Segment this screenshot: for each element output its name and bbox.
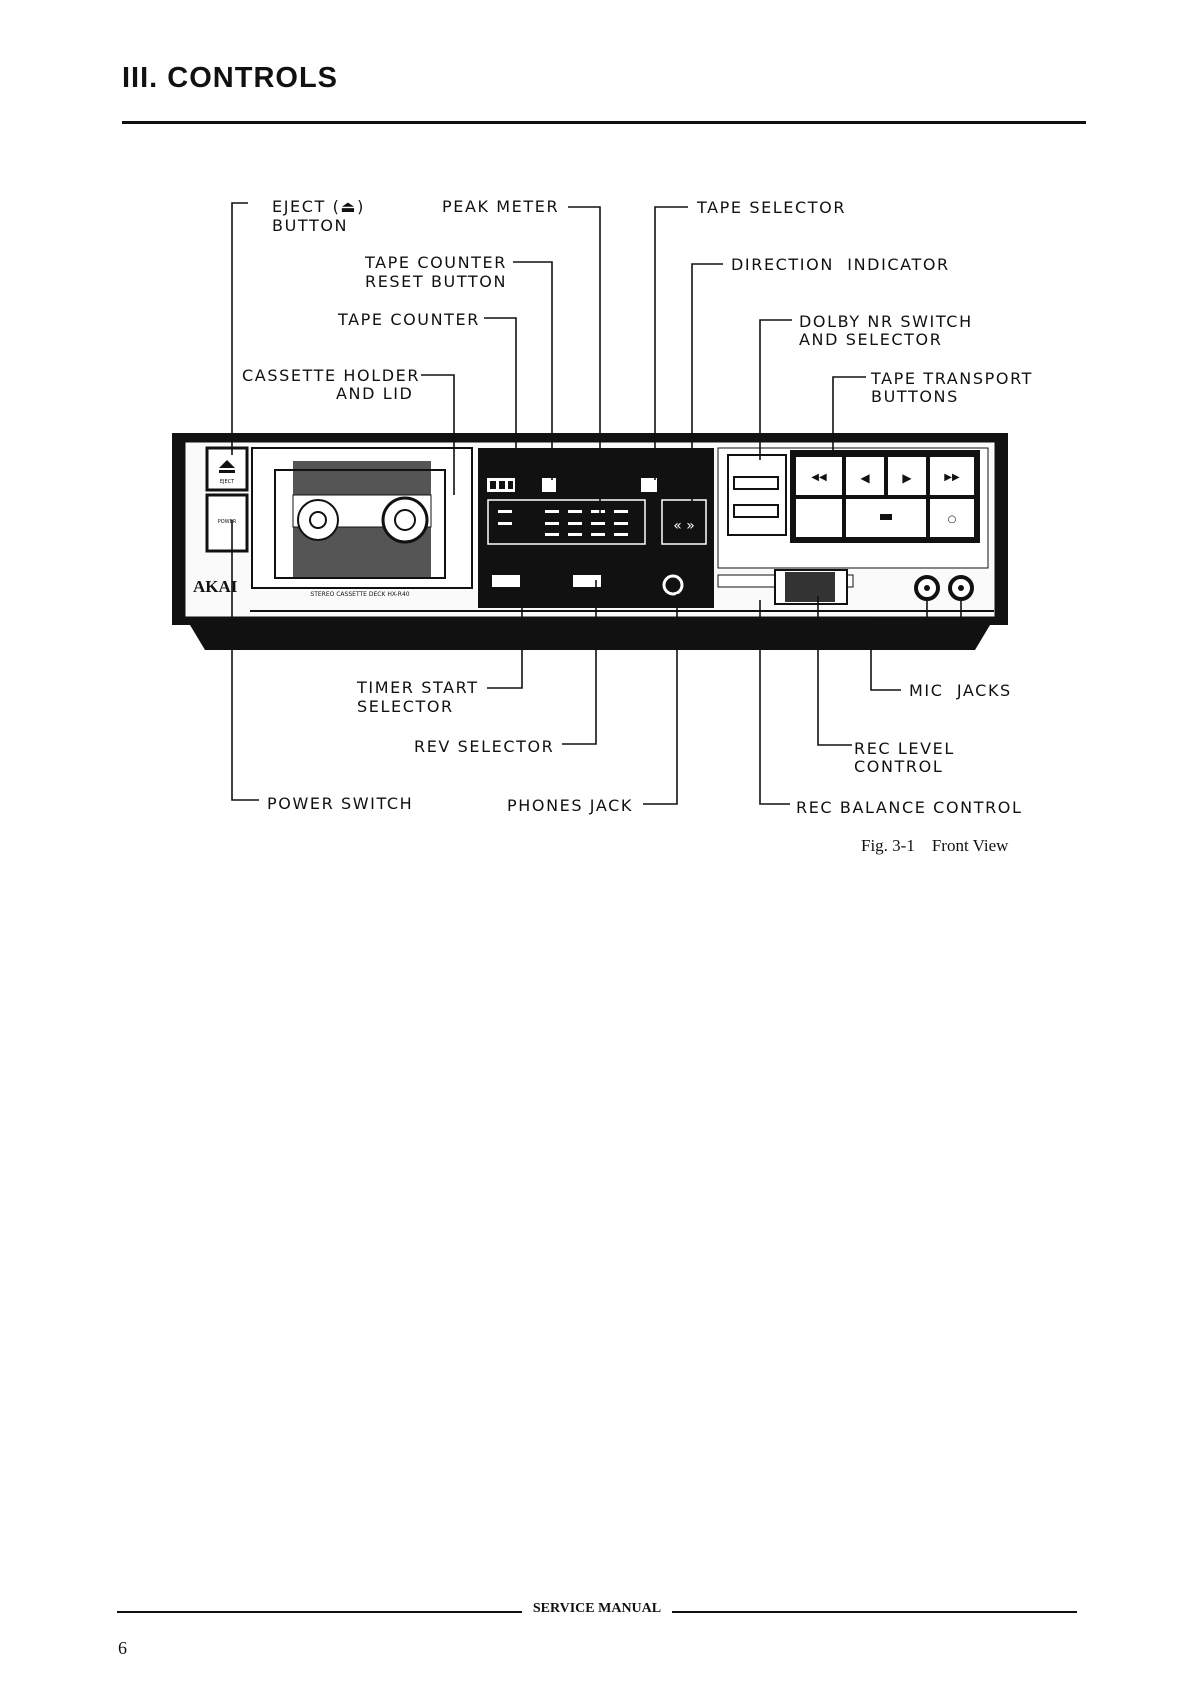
- rec-level-label: REC LEVEL: [854, 739, 955, 758]
- phones-jack-label: PHONES JACK: [507, 796, 633, 815]
- peak-meter-label: PEAK METER: [442, 197, 560, 216]
- eject-key: [205, 446, 249, 492]
- svg-text:AKAI: AKAI: [193, 577, 238, 596]
- tape-transport-label-2: BUTTONS: [871, 387, 959, 406]
- rec-balance-label: REC BALANCE CONTROL: [796, 798, 1023, 817]
- section-heading: III. CONTROLS: [122, 62, 338, 94]
- eject-button-label: EJECT (⏏): [272, 197, 365, 216]
- page-number: 6: [118, 1638, 127, 1658]
- timer-start-label-2: SELECTOR: [357, 697, 454, 716]
- svg-text:EJECT: EJECT: [220, 479, 235, 485]
- svg-text:« »: « »: [673, 518, 695, 534]
- power-key: [205, 493, 249, 553]
- footer-rule-right: [672, 1611, 1077, 1613]
- svg-text:▶: ▶: [902, 471, 912, 485]
- footer-title: SERVICE MANUAL: [532, 1601, 662, 1616]
- page-footer: SERVICE MANUAL: [117, 1601, 1077, 1623]
- tape-transport-label: TAPE TRANSPORT: [871, 369, 1034, 388]
- counter-reset-label: TAPE COUNTER: [365, 253, 507, 272]
- callout-leader-lines: [231, 202, 962, 805]
- power-switch-label: POWER SWITCH: [267, 794, 414, 813]
- svg-text:◀◀: ◀◀: [811, 472, 827, 483]
- rec-level-label-2: CONTROL: [854, 757, 944, 776]
- svg-text:▶▶: ▶▶: [944, 472, 960, 483]
- cassette-holder-label-2: AND LID: [336, 384, 414, 403]
- rev-selector-label: REV SELECTOR: [414, 737, 555, 756]
- dolby-label-2: AND SELECTOR: [799, 330, 943, 349]
- svg-text:◀: ◀: [860, 471, 870, 485]
- timer-start-label: TIMER START: [357, 678, 479, 697]
- eject-button-label-2: BUTTON: [272, 216, 349, 235]
- eject-icon: [219, 460, 235, 468]
- dolby-label: DOLBY NR SWITCH: [799, 312, 973, 331]
- svg-text:STEREO CASSETTE DECK HX-R40: STEREO CASSETTE DECK HX-R40: [310, 591, 409, 598]
- svg-text:POWER: POWER: [218, 519, 237, 525]
- cassette-holder-label: CASSETTE HOLDER: [242, 366, 421, 385]
- figure-caption: Fig. 3-1 Front View: [861, 836, 1009, 855]
- counter-reset-label-2: RESET BUTTON: [365, 272, 508, 291]
- cassette-deck-drawing: EJECT POWER STEREO CASSETTE DECK HX-R40 …: [172, 433, 1008, 650]
- tape-selector-label: TAPE SELECTOR: [697, 198, 847, 217]
- direction-indicator-label: DIRECTION INDICATOR: [731, 255, 950, 274]
- mic-jacks-label: MIC JACKS: [909, 681, 1012, 700]
- footer-rule-left: [117, 1611, 522, 1613]
- front-view-figure: EJECT POWER STEREO CASSETTE DECK HX-R40 …: [172, 202, 1008, 805]
- tape-counter-label: TAPE COUNTER: [338, 310, 480, 329]
- heading-rule: [122, 121, 1086, 124]
- svg-text:○: ○: [948, 514, 957, 525]
